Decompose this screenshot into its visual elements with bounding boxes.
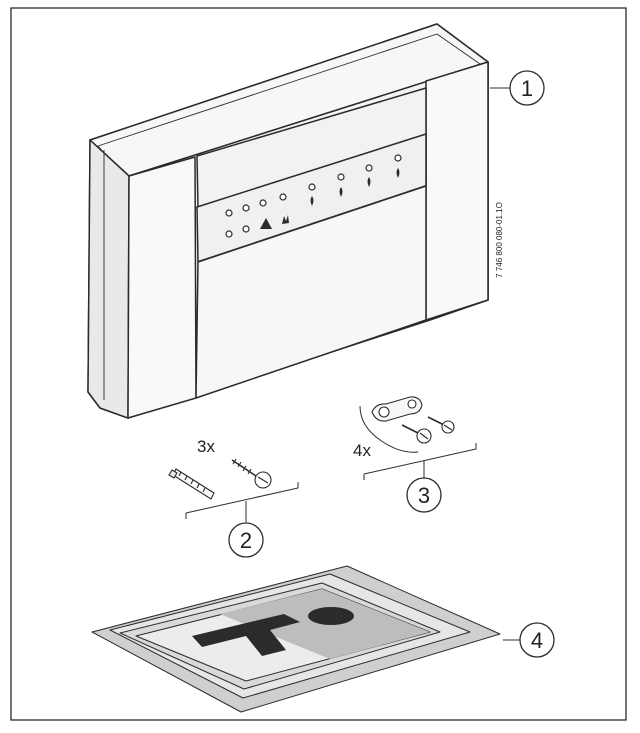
control-leds [225,154,402,238]
callout-number-3: 3 [418,483,430,508]
document-code: 7 746 800 080-01.1O [495,202,504,278]
documentation-booklet [91,565,501,713]
control-symbols [260,168,400,229]
callout-number-1: 1 [521,76,533,101]
mounting-clip-and-screws [371,396,455,444]
callout-circle-4 [519,622,555,658]
callout-circle-2 [228,522,264,558]
tap-icon-3 [367,177,371,187]
quantity-label-clips: 4x [353,441,371,460]
quantity-label-screws: 3x [197,437,215,456]
info-icon [192,607,354,656]
tap-icon-4 [396,168,400,178]
flame-icon [282,215,289,224]
callout-circle-1 [509,70,545,106]
bracket-2 [185,482,299,514]
wall-plug-and-screw [168,458,272,500]
callout-number-2: 2 [240,528,252,553]
callout-number-4: 4 [531,628,543,653]
bracket-3-curve [359,405,419,453]
callout-circle-3 [406,477,442,513]
bracket-3 [363,443,477,480]
tap-icon-1 [310,196,314,206]
tap-icon-2 [339,187,343,197]
warning-triangle-icon [260,218,272,229]
